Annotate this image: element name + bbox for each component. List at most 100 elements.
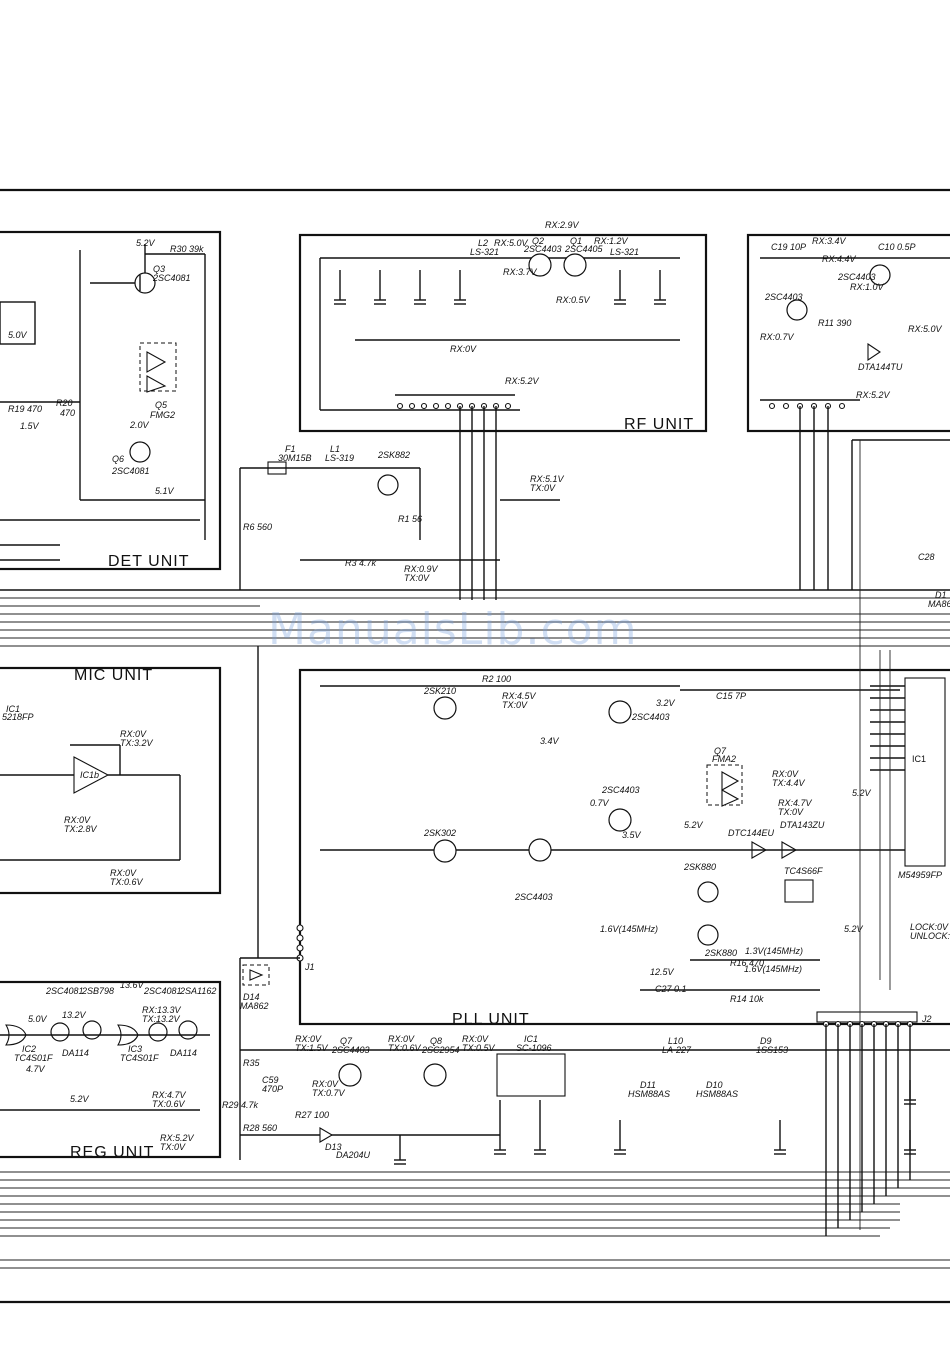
svg-text:HSM88AS: HSM88AS <box>696 1089 738 1099</box>
svg-text:2SC4403: 2SC4403 <box>631 712 670 722</box>
bottom-capacitor-row <box>394 1080 916 1165</box>
svg-text:2SC4403: 2SC4403 <box>837 272 876 282</box>
svg-text:RX:3.7V: RX:3.7V <box>503 267 538 277</box>
svg-text:1.6V(145MHz): 1.6V(145MHz) <box>600 924 658 934</box>
svg-text:RX:0V: RX:0V <box>64 815 91 825</box>
svg-text:R28 560: R28 560 <box>243 1123 277 1133</box>
svg-text:2SK880: 2SK880 <box>683 862 716 872</box>
svg-text:R1 56: R1 56 <box>398 514 422 524</box>
mic-unit: MIC UNIT IC1b IC1 5218FP RX:0V TX:3.2V R… <box>0 666 222 895</box>
det-q5-amp <box>146 351 167 373</box>
svg-text:RX:0V: RX:0V <box>462 1034 489 1044</box>
svg-text:2SC4081: 2SC4081 <box>45 986 84 996</box>
svg-text:RX:0V: RX:0V <box>388 1034 415 1044</box>
ext-q3-transistor <box>869 264 891 286</box>
svg-text:RX:5.0V: RX:5.0V <box>494 238 529 248</box>
svg-text:DTA144TU: DTA144TU <box>858 362 903 372</box>
svg-text:RX:0V: RX:0V <box>295 1034 322 1044</box>
pll-unit-title: PLL UNIT <box>452 1011 530 1028</box>
svg-text:R3 4.7k: R3 4.7k <box>345 558 377 568</box>
pll-q2-jfet <box>433 839 457 863</box>
pll-q3-transistor <box>528 838 552 862</box>
svg-text:RX:5.2V: RX:5.2V <box>505 376 540 386</box>
svg-text:LS-321: LS-321 <box>470 247 499 257</box>
svg-text:FMA2: FMA2 <box>712 754 736 764</box>
svg-text:R20: R20 <box>56 398 73 408</box>
svg-text:DA114: DA114 <box>170 1048 197 1058</box>
svg-text:5.0V: 5.0V <box>28 1014 48 1024</box>
svg-text:SC-1096: SC-1096 <box>516 1043 552 1053</box>
svg-text:D10: D10 <box>706 1080 723 1090</box>
svg-text:4.7V: 4.7V <box>26 1064 46 1074</box>
svg-text:5.2V: 5.2V <box>136 238 156 248</box>
svg-text:2SC4081: 2SC4081 <box>143 986 182 996</box>
pll-q7b-transistor <box>338 1063 362 1087</box>
svg-text:RX:1.0V: RX:1.0V <box>850 282 885 292</box>
pll-q5-transistor <box>608 808 632 832</box>
svg-text:5218FP: 5218FP <box>2 712 34 722</box>
svg-text:30M15B: 30M15B <box>278 453 312 463</box>
pll-lower-section: Q7 2SC4403 Q8 2SC2954 RX:0V TX:1.5V RX:0… <box>222 646 950 1165</box>
svg-text:RX:0.7V: RX:0.7V <box>760 332 795 342</box>
svg-text:RX:5.0V: RX:5.0V <box>908 324 943 334</box>
svg-text:IC1: IC1 <box>912 754 926 764</box>
svg-text:J1: J1 <box>304 962 315 972</box>
svg-text:R11 390: R11 390 <box>818 318 851 328</box>
svg-text:F1: F1 <box>285 444 296 454</box>
svg-text:IC1b: IC1b <box>80 770 99 780</box>
ext-q5-transistor <box>786 299 808 321</box>
svg-text:5.1V: 5.1V <box>155 486 175 496</box>
pll-q7-fma2 <box>721 771 740 791</box>
svg-text:1.3V(145MHz): 1.3V(145MHz) <box>745 946 803 956</box>
svg-text:3.5V: 3.5V <box>622 830 642 840</box>
rf-q2-transistor <box>528 253 552 277</box>
svg-text:TX:13.2V: TX:13.2V <box>142 1014 181 1024</box>
pll-d13-diode <box>319 1127 334 1143</box>
det-unit-title: DET UNIT <box>108 553 189 570</box>
svg-text:5.2V: 5.2V <box>70 1094 90 1104</box>
svg-text:TX:1.5V: TX:1.5V <box>295 1043 329 1053</box>
pll-q6-jfet <box>697 881 719 903</box>
svg-text:R30 39k: R30 39k <box>170 244 204 254</box>
svg-text:D13: D13 <box>325 1142 342 1152</box>
pll-j2-connector <box>816 1011 918 1028</box>
svg-text:C10 0.5P: C10 0.5P <box>878 242 916 252</box>
pll-ic1b-prescaler <box>496 1053 566 1097</box>
svg-text:2SC4081: 2SC4081 <box>111 466 150 476</box>
svg-text:2SC4403: 2SC4403 <box>764 292 803 302</box>
svg-text:TC4S01F: TC4S01F <box>120 1053 159 1063</box>
pll-j1-connector <box>296 924 304 962</box>
svg-text:TX:3.2V: TX:3.2V <box>120 738 154 748</box>
svg-text:R6 560: R6 560 <box>243 522 272 532</box>
pll-ic1-synthesizer <box>904 677 946 867</box>
svg-text:2SC2954: 2SC2954 <box>421 1045 460 1055</box>
svg-text:Q7: Q7 <box>340 1036 353 1046</box>
svg-text:RX:4.7V: RX:4.7V <box>778 798 813 808</box>
pll-q4-transistor <box>608 700 632 724</box>
svg-text:IC1: IC1 <box>524 1034 538 1044</box>
svg-text:IC3: IC3 <box>128 1044 142 1054</box>
svg-text:DTA143ZU: DTA143ZU <box>780 820 825 830</box>
svg-text:TX:0V: TX:0V <box>530 483 556 493</box>
svg-text:LS-319: LS-319 <box>325 453 354 463</box>
svg-text:1.6V(145MHz): 1.6V(145MHz) <box>744 964 802 974</box>
svg-text:D9: D9 <box>760 1036 772 1046</box>
watermark: ManualsLib.com <box>268 604 638 655</box>
pll-q10-jfet <box>697 924 719 946</box>
svg-text:RX:4.5V: RX:4.5V <box>502 691 537 701</box>
rf-connector <box>395 394 515 410</box>
svg-text:FMG2: FMG2 <box>150 410 175 420</box>
reg-q4-transistor <box>82 1020 102 1040</box>
rf-unit: RF UNIT RX:2.9V Q2 2SC4403 Q1 2SC4405 RX… <box>298 220 708 600</box>
svg-text:R14 10k: R14 10k <box>730 994 764 1004</box>
svg-text:2SK302: 2SK302 <box>423 828 456 838</box>
svg-text:2SB798: 2SB798 <box>81 986 114 996</box>
det-ic-box <box>0 301 36 345</box>
svg-text:2SC4405: 2SC4405 <box>564 244 604 254</box>
reg-unit: REG UNIT 2SC4081 2SB798 2SC4081 2SA1162 … <box>0 980 222 1161</box>
svg-text:L1: L1 <box>330 444 340 454</box>
rf-unit-title: RF UNIT <box>624 416 694 433</box>
svg-text:R27 100: R27 100 <box>295 1110 329 1120</box>
svg-text:RX:13.3V: RX:13.3V <box>142 1005 182 1015</box>
